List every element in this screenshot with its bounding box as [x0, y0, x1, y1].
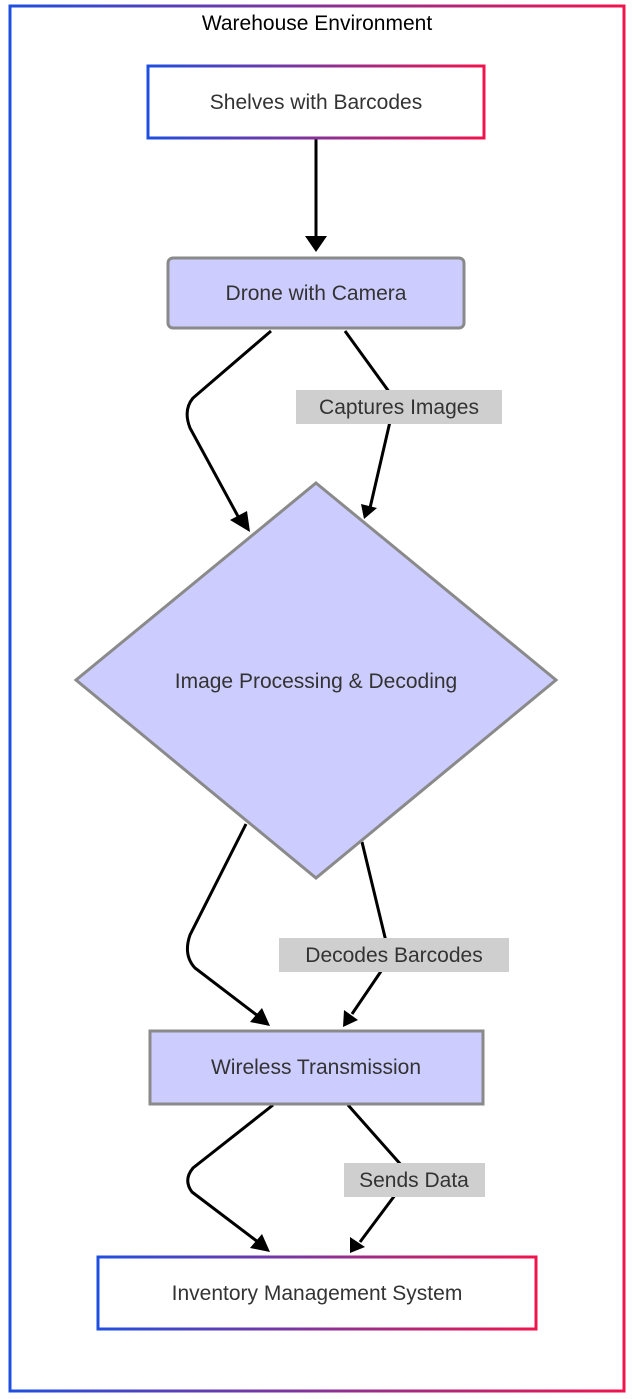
edge-wireless-inventory-left [186, 1103, 274, 1244]
node-shelves: Shelves with Barcodes [146, 64, 486, 140]
svg-text:Image Processing & Decoding: Image Processing & Decoding [175, 670, 458, 693]
edge-label-sends: Sends Data [344, 1163, 485, 1197]
subgraph-title: Warehouse Environment [202, 12, 432, 35]
edge-drone-processing-left [185, 329, 272, 521]
svg-text:Shelves with Barcodes: Shelves with Barcodes [210, 91, 422, 114]
arrowhead-icon [230, 511, 250, 532]
svg-text:Inventory Management System: Inventory Management System [172, 1282, 463, 1305]
arrowhead-icon [343, 1010, 358, 1027]
node-drone: Drone with Camera [166, 256, 466, 330]
arrowheads [230, 236, 377, 1253]
arrowhead-icon [350, 1237, 365, 1253]
arrowhead-icon [250, 1234, 270, 1252]
svg-text:Decodes Barcodes: Decodes Barcodes [305, 944, 482, 967]
svg-text:Drone with Camera: Drone with Camera [226, 282, 407, 305]
edge-label-decodes: Decodes Barcodes [279, 938, 509, 972]
arrowhead-icon [250, 1008, 270, 1026]
node-inventory: Inventory Management System [96, 1255, 538, 1331]
edge-label-captures: Captures Images [296, 390, 502, 424]
svg-text:Sends Data: Sends Data [359, 1169, 469, 1192]
svg-text:Captures Images: Captures Images [319, 396, 479, 419]
node-wireless: Wireless Transmission [148, 1029, 485, 1106]
arrowhead-icon [305, 236, 327, 252]
arrowhead-icon [361, 504, 377, 519]
edge-processing-wireless-left [185, 823, 259, 1018]
node-processing: Image Processing & Decoding [73, 481, 559, 880]
svg-text:Wireless Transmission: Wireless Transmission [211, 1056, 421, 1079]
